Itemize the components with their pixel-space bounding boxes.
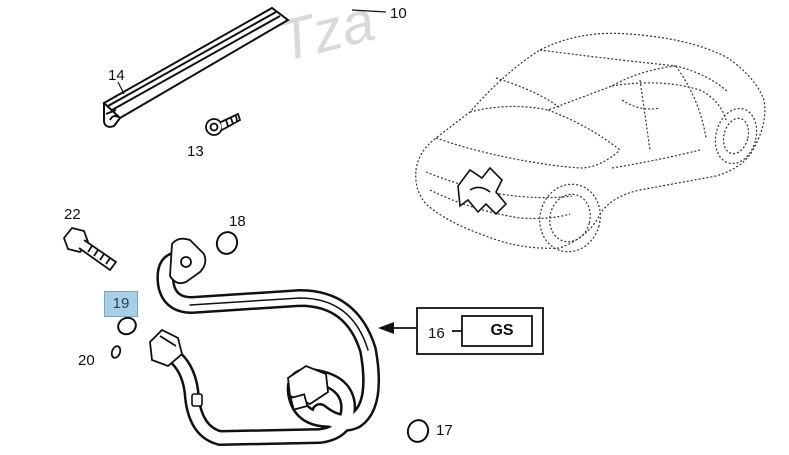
callout-22: 22 [64,206,81,223]
o-ring-17 [406,419,430,443]
leader-10 [351,9,387,13]
hose-fitting-lower [149,328,184,368]
gs-label: GS [490,322,514,339]
pointer-arrow [378,322,417,334]
callout-13: 13 [187,143,204,160]
o-ring-19 [117,316,137,336]
bolt-part-22 [62,226,118,272]
callout-10: 10 [390,5,407,22]
hose-clamp [191,393,203,407]
callout-20: 20 [78,352,95,369]
car-outline [415,32,766,253]
callout-17: 17 [436,422,453,439]
car-bracket-highlight [457,166,508,216]
callout-14: 14 [108,67,125,84]
o-ring-20 [110,345,122,359]
seal-strip-part [102,6,290,128]
label-box-16 [416,307,544,355]
callout-19-highlighted[interactable]: 19 [104,291,138,317]
hose-fitting-middle [287,364,329,411]
o-ring-18 [215,231,239,255]
callout-16: 16 [428,325,445,342]
hose-assembly [156,250,381,446]
screw-part-13 [205,112,242,136]
callout-18: 18 [229,213,246,230]
hose-fitting-upper [169,237,207,285]
leader-14 [117,81,125,95]
